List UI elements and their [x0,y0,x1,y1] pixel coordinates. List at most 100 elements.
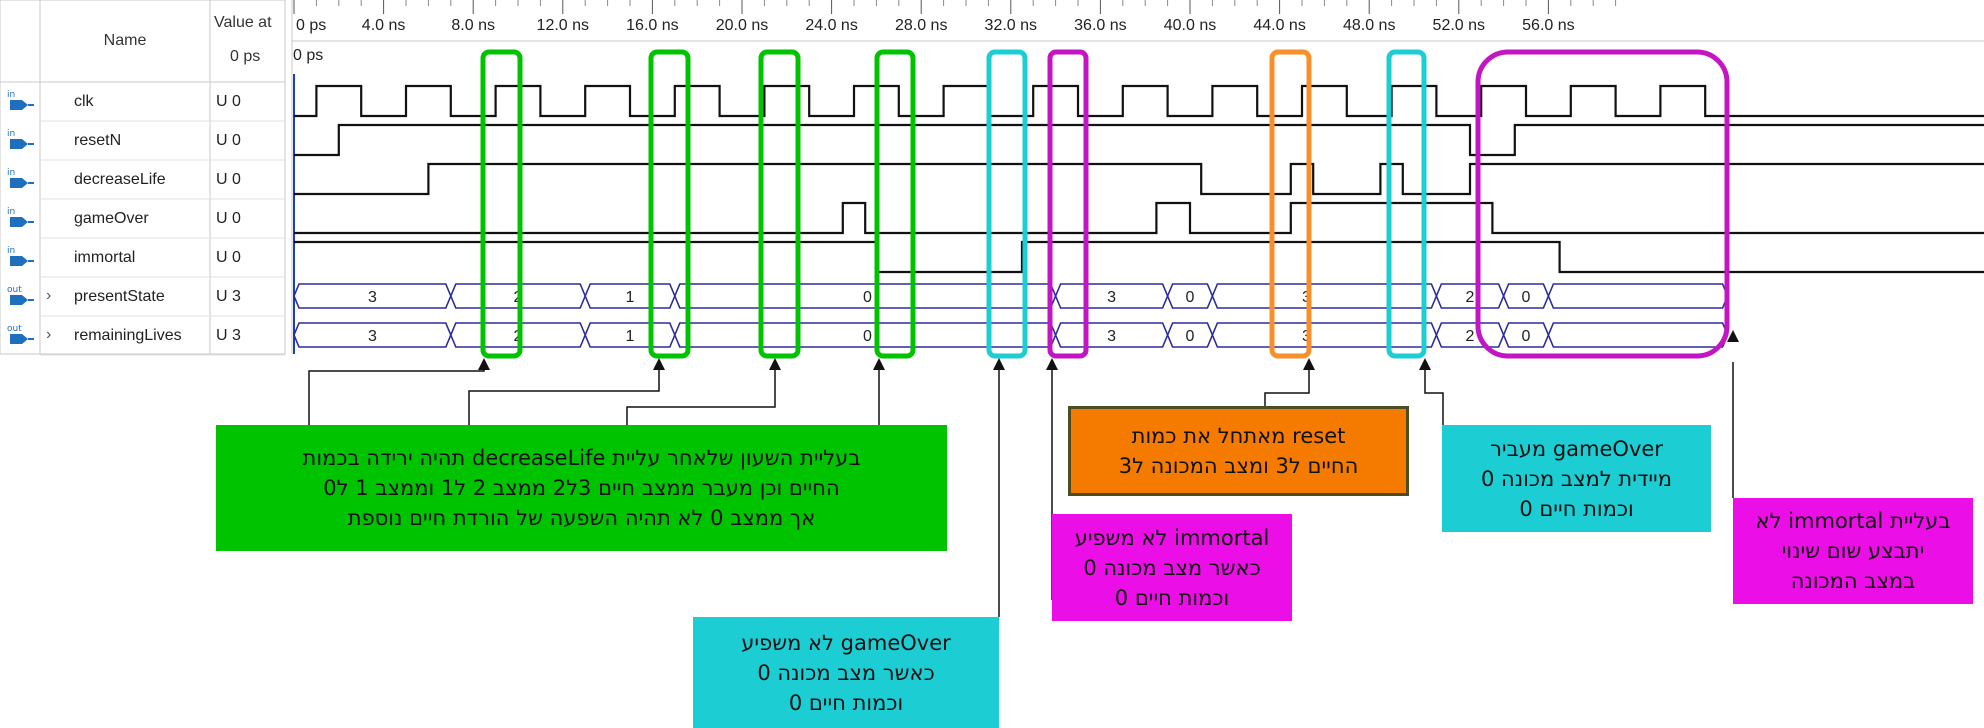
input-pin-icon: in [6,244,34,270]
remainingLives-bus-segment[interactable] [1547,322,1729,348]
signal-name: decreaseLife [74,171,166,188]
signal-row[interactable]: in decreaseLife U 0 [0,160,285,199]
signal-name: immortal [74,249,136,266]
signal-value: U 3 [216,288,241,305]
decreaseLife-waveform[interactable] [294,162,1984,196]
connector-line [308,362,485,425]
input-pin-icon: in [6,88,34,114]
annotation-immortal-rise: בעליית immortal לא יתבצע שום שינוי במצב … [1733,498,1973,604]
signal-value: U 0 [216,171,241,188]
connector-line [468,362,660,425]
arrow-head [993,358,1005,370]
ruler-label: 0 ps [296,17,326,34]
highlight-box-green [758,49,801,359]
svg-text:in: in [7,207,15,217]
presentState-bus-segment[interactable] [1211,283,1438,309]
immortal-waveform[interactable] [294,240,1984,274]
bus-value-label: 0 [1522,328,1531,345]
bus-value-label: 3 [1107,289,1116,306]
expand-chevron-icon[interactable]: › [46,287,52,304]
highlight-box-magenta [1047,49,1089,359]
signal-value: U 0 [216,210,241,227]
output-pin-icon: out [6,283,34,309]
signal-value: U 3 [216,327,241,344]
bus-value-label: 3 [368,328,377,345]
expand-chevron-icon[interactable]: › [46,326,52,343]
arrow-head [1303,358,1315,370]
bus-value-label: 2 [1466,328,1475,345]
panel-frame [0,0,286,355]
signal-row[interactable]: in clk U 0 [0,82,285,121]
signal-value: U 0 [216,249,241,266]
signal-value: U 0 [216,132,241,149]
highlight-box-cyan [1386,49,1427,359]
signal-row[interactable]: in gameOver U 0 [0,199,285,238]
ruler-label: 52.0 ns [1433,17,1485,34]
signal-value: U 0 [216,93,241,110]
annotation-gameover-moves: gameOver מעביר מיידית למצב מכונה 0 וכמות… [1442,425,1711,532]
highlight-box-green [874,49,916,359]
ruler-label: 48.0 ns [1343,17,1395,34]
arrow-head [1046,358,1058,370]
resetN-waveform[interactable] [294,123,1984,157]
signal-name: gameOver [74,210,149,227]
ruler-label: 44.0 ns [1253,17,1305,34]
signal-name: clk [74,93,94,110]
bus-value-label: 0 [1522,289,1531,306]
annotation-immortal-no-effect: immortal לא משפיע כאשר מצב מכונה 0 וכמות… [1052,514,1292,621]
bus-value-label: 3 [368,289,377,306]
ruler-label: 4.0 ns [362,17,406,34]
name-column-header[interactable]: Name [103,32,147,49]
connector-line [1264,362,1310,406]
arrow-head [1727,330,1739,342]
arrow-head [1419,358,1431,370]
input-pin-icon: in [6,205,34,231]
bus-value-label: 1 [626,289,635,306]
value-column-time: 0 ps [230,48,261,65]
arrow-head [478,358,490,370]
presentState-bus-segment[interactable] [1547,283,1729,309]
highlight-box-orange [1269,49,1312,359]
svg-text:in: in [7,168,15,178]
bus-value-label: 2 [1466,289,1475,306]
clk-waveform[interactable] [294,84,1984,118]
highlight-box-green [480,49,523,359]
bus-value-label: 3 [1107,328,1116,345]
svg-text:in: in [7,90,15,100]
cursor-time-label: 0 ps [293,47,323,64]
connector-line [1424,362,1444,425]
ruler-label: 36.0 ns [1074,17,1126,34]
annotation-gameover-no-effect: gameOver לא משפיע כאשר מצב מכונה 0 וכמות… [693,617,999,728]
ruler-label: 32.0 ns [985,17,1037,34]
bus-value-label: 0 [1186,289,1195,306]
svg-text:out: out [7,285,22,295]
arrow-head [653,358,665,370]
remainingLives-bus-segment[interactable] [1211,322,1438,348]
ruler-label: 16.0 ns [626,17,678,34]
arrow-head [873,358,885,370]
bus-value-label: 0 [1186,328,1195,345]
highlight-box-magenta [1475,49,1730,359]
output-pin-icon: out [6,322,34,348]
bus-value-label: 1 [626,328,635,345]
ruler-label: 56.0 ns [1522,17,1574,34]
svg-text:in: in [7,246,15,256]
highlight-box-green [648,49,691,359]
ruler-label: 24.0 ns [805,17,857,34]
gameOver-waveform[interactable] [294,201,1984,235]
bus-value-label: 0 [863,328,872,345]
annotation-decreaselife: בעליית השעון שלאחר עליית decreaseLife תה… [216,425,947,551]
value-column-header[interactable]: Value at [214,14,272,31]
svg-text:out: out [7,324,22,334]
ruler-label: 20.0 ns [716,17,768,34]
ruler-label: 40.0 ns [1164,17,1216,34]
svg-text:in: in [7,129,15,139]
input-pin-icon: in [6,166,34,192]
signal-row[interactable]: in immortal U 0 [0,238,285,277]
